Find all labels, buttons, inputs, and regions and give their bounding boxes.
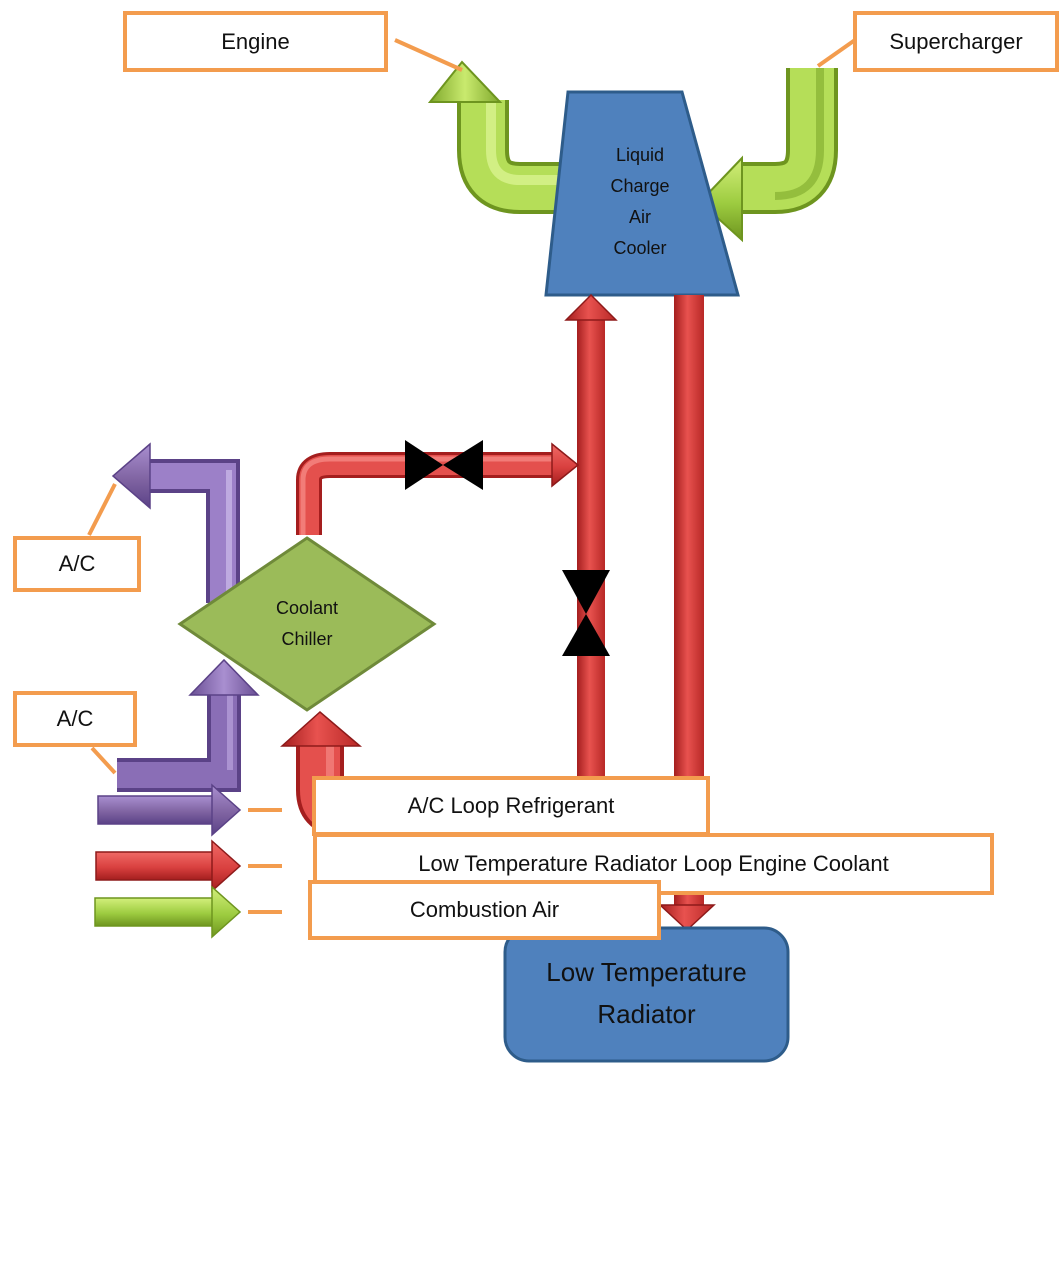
engine-label-text: Engine (221, 28, 290, 54)
ac-top-label: A/C (13, 536, 141, 592)
chiller-label: Coolant Chiller (242, 592, 372, 656)
ac-bottom-callout-line (90, 746, 117, 775)
legend-arrow-coolant (95, 839, 242, 893)
legend-arrow-refrigerant (97, 783, 242, 837)
cooler-label-line-2: Charge (610, 176, 670, 196)
ac-top-label-text: A/C (58, 551, 96, 576)
supercharger-air-pipe (698, 68, 838, 243)
ac-bottom-label: A/C (13, 691, 137, 747)
ac-top-callout-line (87, 483, 117, 536)
chiller-label-line-1: Coolant (275, 598, 339, 618)
legend-arrow-air (94, 885, 242, 939)
horizontal-valve-icon (405, 440, 483, 490)
radiator-label-line-1: Low Temperature (546, 957, 747, 987)
legend-label-refrigerant: A/C Loop Refrigerant (312, 776, 710, 836)
chiller-outlet-pipe (296, 442, 580, 535)
legend-label-air-text: Combustion Air (409, 897, 560, 922)
ac-bottom-label-text: A/C (56, 706, 94, 731)
liquid-charge-air-cooler (544, 90, 740, 297)
refrigerant-inlet-pipe (117, 658, 260, 792)
engine-label: Engine (123, 11, 388, 72)
legend-label-coolant-text: Low Temperature Radiator Loop Engine Coo… (418, 851, 889, 876)
radiator-label-line-2: Radiator (597, 999, 696, 1029)
legend-label-refrigerant-text: A/C Loop Refrigerant (407, 793, 615, 818)
chiller-label-line-2: Chiller (281, 629, 333, 649)
cooler-label-line-4: Cooler (613, 238, 667, 258)
engine-air-pipe (427, 60, 570, 214)
cooler-label-line-3: Air (629, 207, 651, 227)
refrigerant-outlet-pipe (111, 442, 240, 603)
legend-label-air: Combustion Air (308, 880, 661, 940)
engine-callout-line (394, 38, 463, 72)
radiator-label: Low Temperature Radiator (505, 948, 788, 1038)
vertical-valve-icon (562, 570, 610, 656)
cooler-label: Liquid Charge Air Cooler (580, 140, 700, 264)
coolant-chiller (177, 536, 437, 712)
supercharger-label: Supercharger (853, 11, 1059, 72)
cooler-label-line-1: Liquid (615, 145, 665, 165)
supercharger-label-text: Supercharger (889, 28, 1023, 54)
supercharger-callout-line (816, 38, 857, 68)
